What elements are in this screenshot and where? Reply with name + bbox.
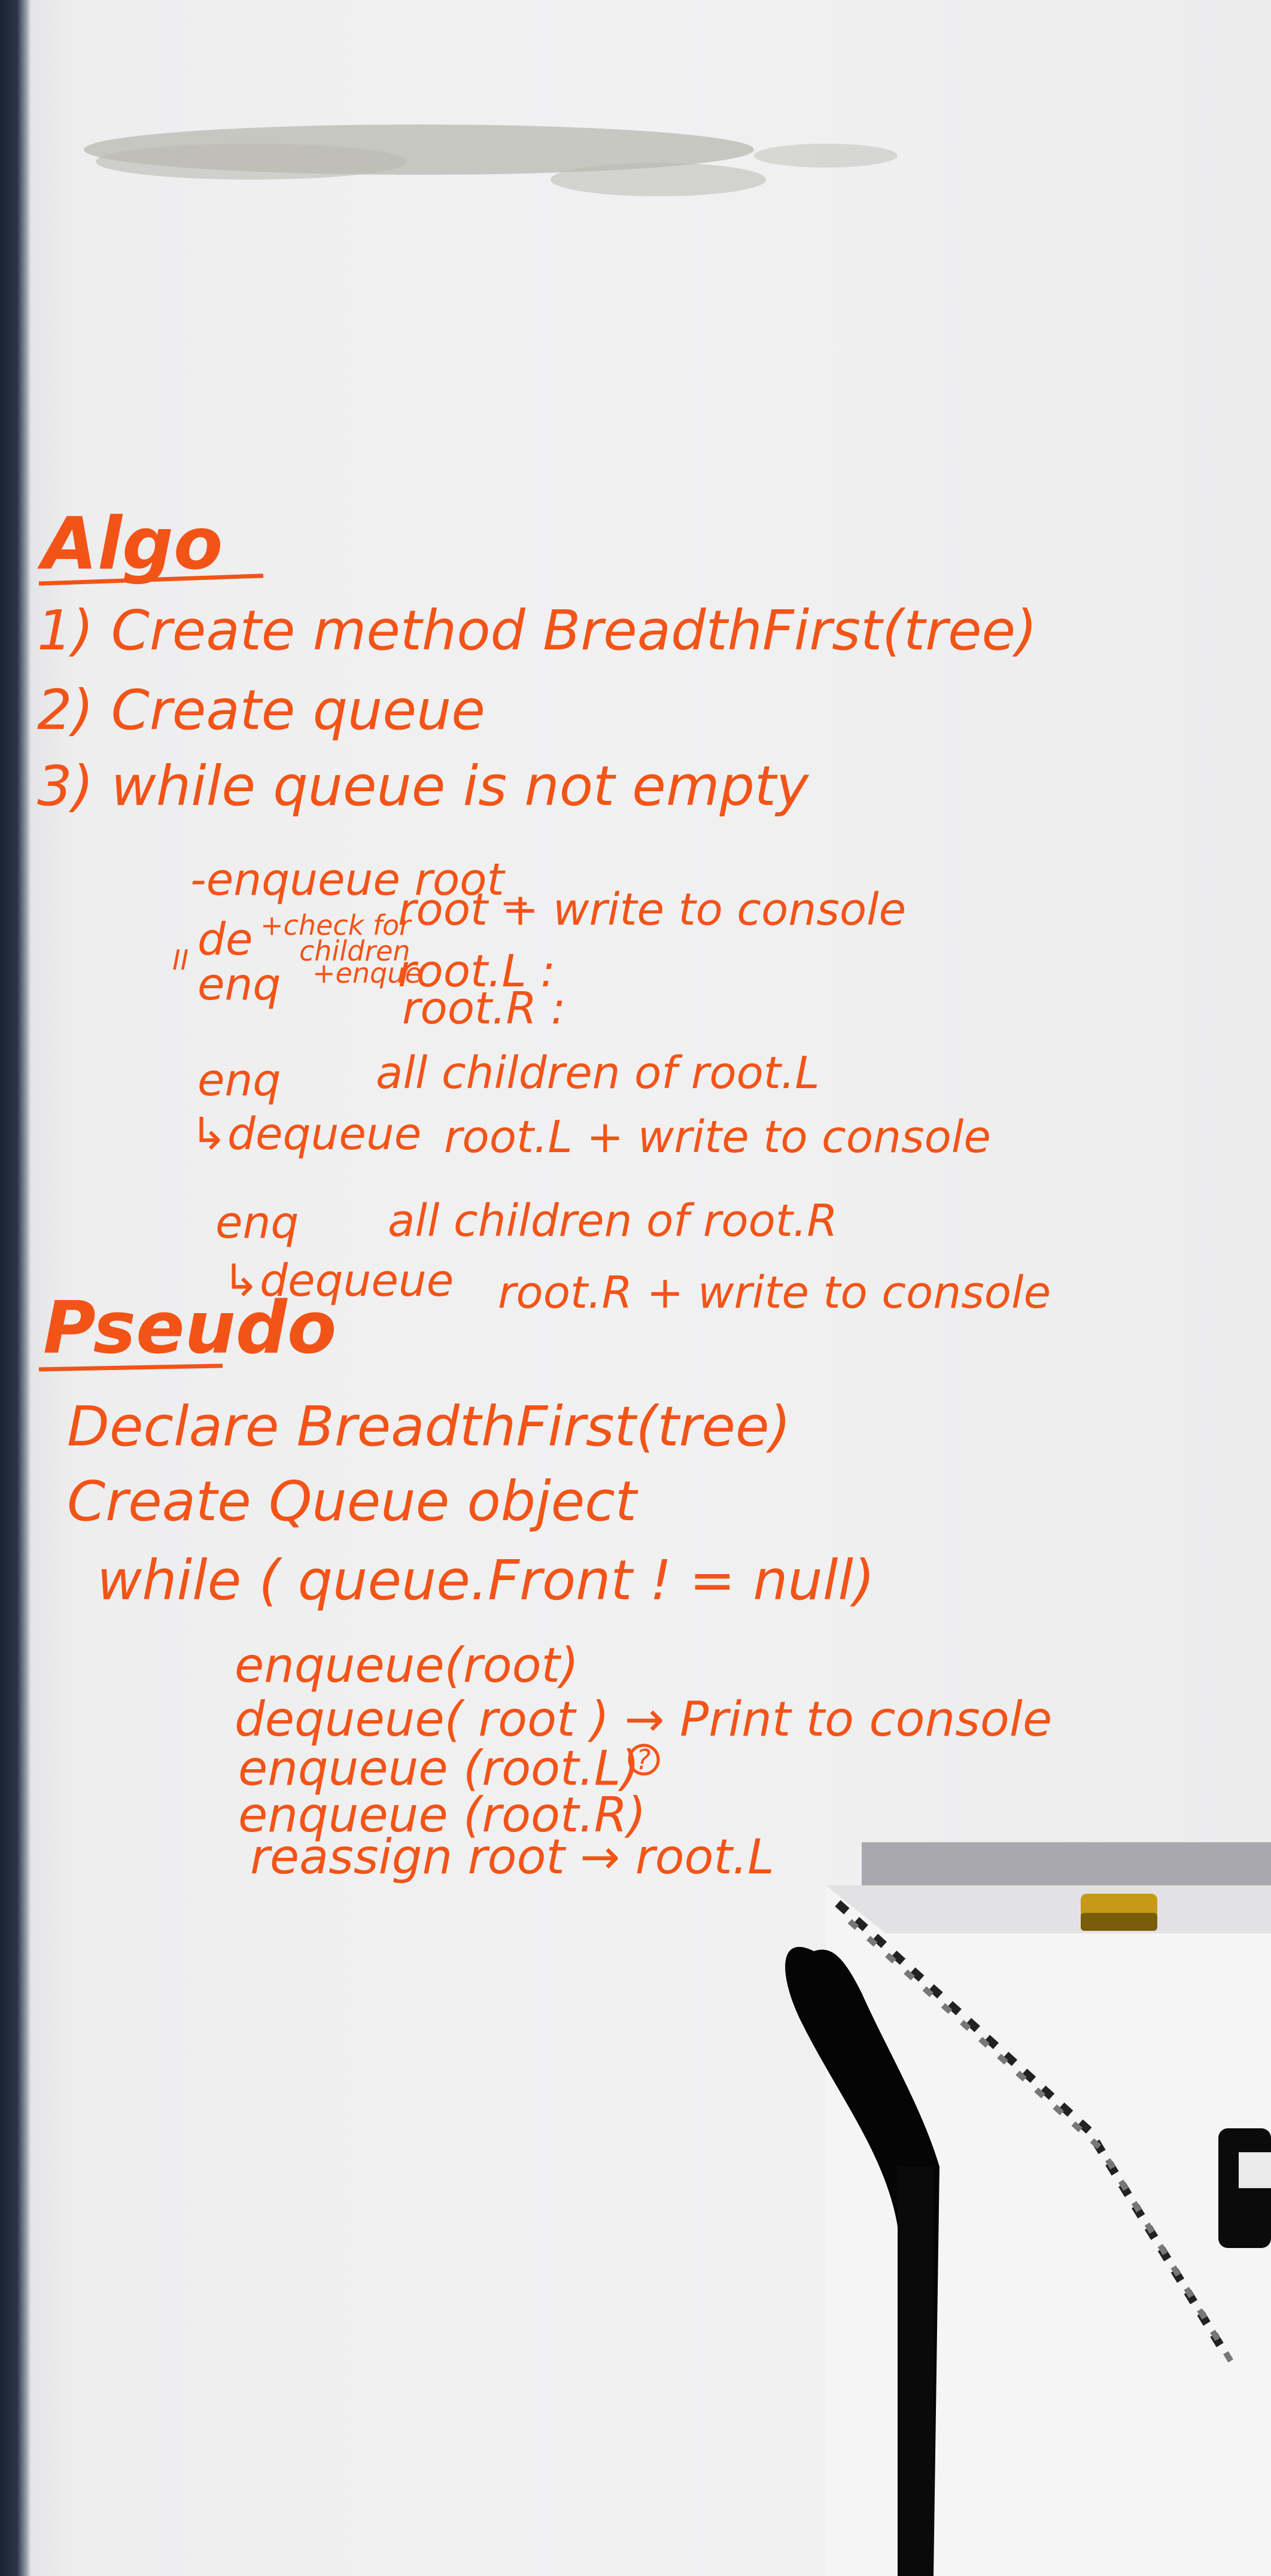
algo-root-r: root.R : — [402, 983, 565, 1034]
algo-step-1: 1) Create method BreadthFirst(tree) — [37, 599, 1037, 663]
pseudo-enqueue-r: enqueue (root.R) — [238, 1787, 646, 1843]
pseudo-heading: Pseudo — [43, 1287, 336, 1370]
algo-dequeue-r: ↳dequeue — [223, 1255, 454, 1307]
pseudo-line-while: while ( queue.Front ! = null) — [97, 1548, 875, 1612]
algo-dequeue-l: ↳dequeue — [190, 1108, 421, 1160]
pseudo-line-declare: Declare BreadthFirst(tree) — [67, 1395, 791, 1459]
marker-tray — [826, 1842, 1271, 2576]
pseudo-enqueue-l: enqueue (root.L) — [238, 1740, 640, 1796]
algo-dequeue-l-desc: root.L + write to console — [444, 1111, 991, 1163]
pseudo-line-create: Create Queue object — [67, 1469, 638, 1533]
algo-children-note: children — [299, 935, 411, 967]
algo-check-note: +check for — [260, 909, 412, 941]
eraser — [1081, 1894, 1157, 1931]
algo-enq-children-r: enq — [215, 1197, 299, 1248]
algo-step-3: 3) while queue is not empty — [37, 754, 810, 818]
circled-mark-text: ? — [636, 1743, 650, 1776]
algo-enq-label: enq — [197, 959, 281, 1010]
algo-enqueue-root: -enqueue root_ — [190, 854, 527, 906]
algo-dequeue: de — [197, 914, 253, 965]
algo-print-root: root + write to console — [398, 884, 906, 935]
algo-root-l: root.L : — [398, 946, 555, 997]
algo-underline — [38, 573, 264, 586]
algo-step-2: 2) Create queue — [37, 678, 485, 742]
pseudo-enqueue-root: enqueue(root) — [235, 1638, 579, 1693]
algo-dequeue-r-desc: root.R + write to console — [498, 1267, 1051, 1319]
algo-heading: Algo — [37, 503, 223, 586]
tray-edge-pattern — [835, 1900, 1236, 2366]
algo-children-l-desc: all children of root.L — [376, 1047, 820, 1099]
algo-enqueue-note: +enque — [312, 957, 422, 989]
pseudo-underline — [38, 1363, 223, 1372]
person-silhouette — [785, 1946, 1271, 2576]
whiteboard-frame-edge — [0, 0, 31, 2576]
algo-side-mark: II — [172, 944, 188, 976]
algo-children-r-desc: all children of root.R — [388, 1195, 838, 1247]
circled-question-mark: ? — [628, 1743, 660, 1776]
pseudo-dequeue-root: dequeue( root ) → Print to console — [235, 1691, 1052, 1747]
algo-enq-children-l: enq — [197, 1055, 281, 1106]
pseudo-reassign-root: reassign root → root.L — [250, 1829, 774, 1885]
eraser-smudge — [84, 124, 898, 196]
